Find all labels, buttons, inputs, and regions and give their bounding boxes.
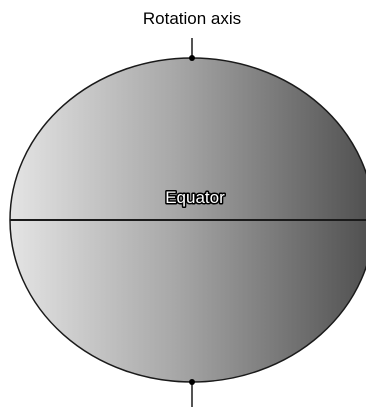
south-pole-marker — [189, 379, 195, 385]
north-pole-marker — [189, 55, 195, 61]
rotation-axis-label: Rotation axis — [143, 9, 241, 28]
equator-label: Equator — [165, 188, 225, 207]
